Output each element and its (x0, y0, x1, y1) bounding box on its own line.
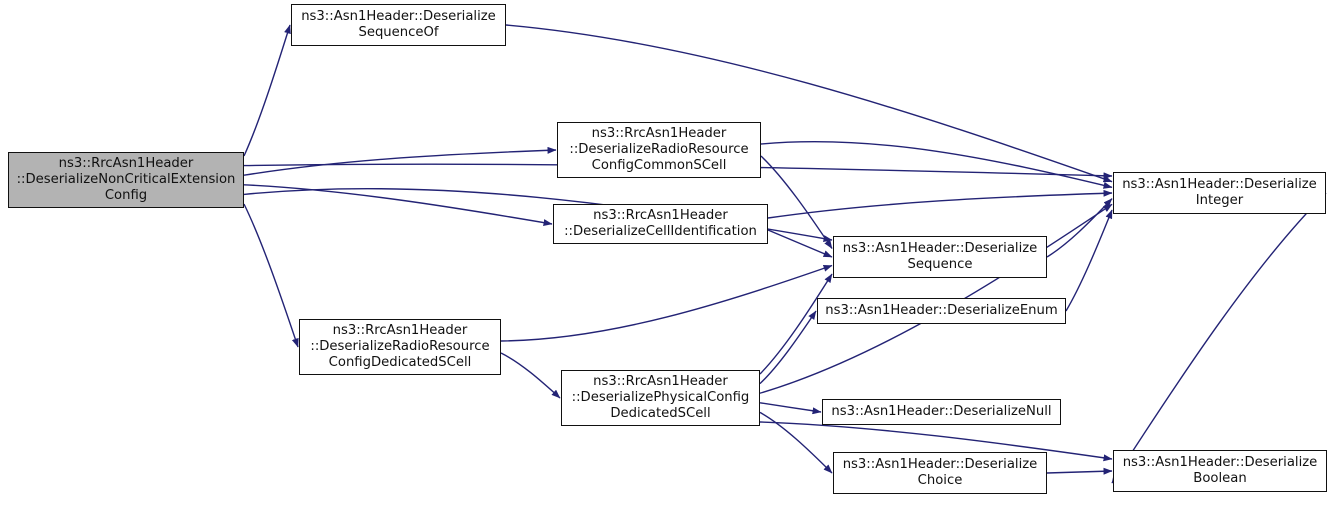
edge-rrcommonscell-to-integer (760, 140, 1113, 189)
graph-node-label: ns3::RrcAsn1Header ::DeserializePhysical… (571, 374, 750, 421)
graph-node-label: ns3::Asn1Header::DeserializeNull (831, 404, 1052, 419)
edge-root-to-sequenceof (243, 24, 291, 157)
edge-physconfig-to-boolean (759, 421, 1113, 462)
edge-paths (243, 24, 1327, 484)
edge-root-to-cellident (243, 184, 553, 227)
graph-node-null[interactable]: ns3::Asn1Header::DeserializeNull (822, 399, 1061, 425)
graph-node-sequenceof[interactable]: ns3::Asn1Header::Deserialize SequenceOf (291, 4, 506, 46)
edge-rrcommonscell-to-sequence (760, 155, 833, 249)
edge-physconfig-to-sequence (759, 273, 833, 375)
graph-node-enum[interactable]: ns3::Asn1Header::DeserializeEnum (817, 298, 1066, 324)
graph-node-label: ns3::RrcAsn1Header ::DeserializeRadioRes… (569, 126, 749, 173)
edge-physconfig-to-choice (759, 411, 833, 474)
edge-cellident-to-sequence (767, 229, 833, 258)
graph-node-rrcommonscell[interactable]: ns3::RrcAsn1Header ::DeserializeRadioRes… (557, 122, 761, 178)
graph-node-rrdedicatedscell[interactable]: ns3::RrcAsn1Header ::DeserializeRadioRes… (299, 319, 501, 375)
graph-node-label: ns3::Asn1Header::Deserialize Sequence (842, 241, 1038, 272)
edge-physconfig-to-enum (759, 310, 817, 385)
edge-integer-to-boolean (1111, 192, 1327, 484)
edge-rrdedicatedscell-to-sequence (500, 264, 833, 342)
edge-physconfig-to-null (759, 402, 822, 415)
edge-root-to-rrcommonscell (243, 146, 557, 176)
graph-node-label: ns3::RrcAsn1Header ::DeserializeCellIden… (564, 208, 757, 239)
edge-root-to-rrdedicatedscell (243, 203, 299, 348)
graph-node-physconfig[interactable]: ns3::RrcAsn1Header ::DeserializePhysical… (561, 370, 760, 426)
graph-node-label: ns3::RrcAsn1Header ::DeserializeRadioRes… (310, 323, 490, 370)
graph-node-label: ns3::RrcAsn1Header ::DeserializeNonCriti… (16, 156, 236, 203)
graph-node-sequence[interactable]: ns3::Asn1Header::Deserialize Sequence (833, 236, 1047, 278)
edge-sequence-to-integer (1046, 198, 1113, 258)
edge-cellident-to-integer (767, 189, 1113, 219)
graph-node-root[interactable]: ns3::RrcAsn1Header ::DeserializeNonCriti… (8, 152, 244, 208)
graph-node-label: ns3::Asn1Header::DeserializeEnum (825, 303, 1058, 318)
graph-node-label: ns3::Asn1Header::Deserialize SequenceOf (301, 9, 496, 40)
graph-node-label: ns3::Asn1Header::Deserialize Integer (1122, 177, 1317, 208)
graph-node-cellident[interactable]: ns3::RrcAsn1Header ::DeserializeCellIden… (553, 204, 768, 244)
graph-node-integer[interactable]: ns3::Asn1Header::Deserialize Integer (1113, 172, 1326, 214)
graph-node-boolean[interactable]: ns3::Asn1Header::Deserialize Boolean (1113, 450, 1327, 492)
edge-enum-to-integer (1065, 209, 1113, 312)
edge-rrdedicatedscell-to-physconfig (500, 352, 561, 399)
edge-sequenceof-to-integer (505, 24, 1113, 183)
graph-node-choice[interactable]: ns3::Asn1Header::Deserialize Choice (833, 452, 1047, 494)
graph-node-label: ns3::Asn1Header::Deserialize Choice (842, 457, 1038, 488)
graph-node-label: ns3::Asn1Header::Deserialize Boolean (1122, 455, 1318, 486)
edge-choice-to-boolean (1046, 467, 1113, 475)
